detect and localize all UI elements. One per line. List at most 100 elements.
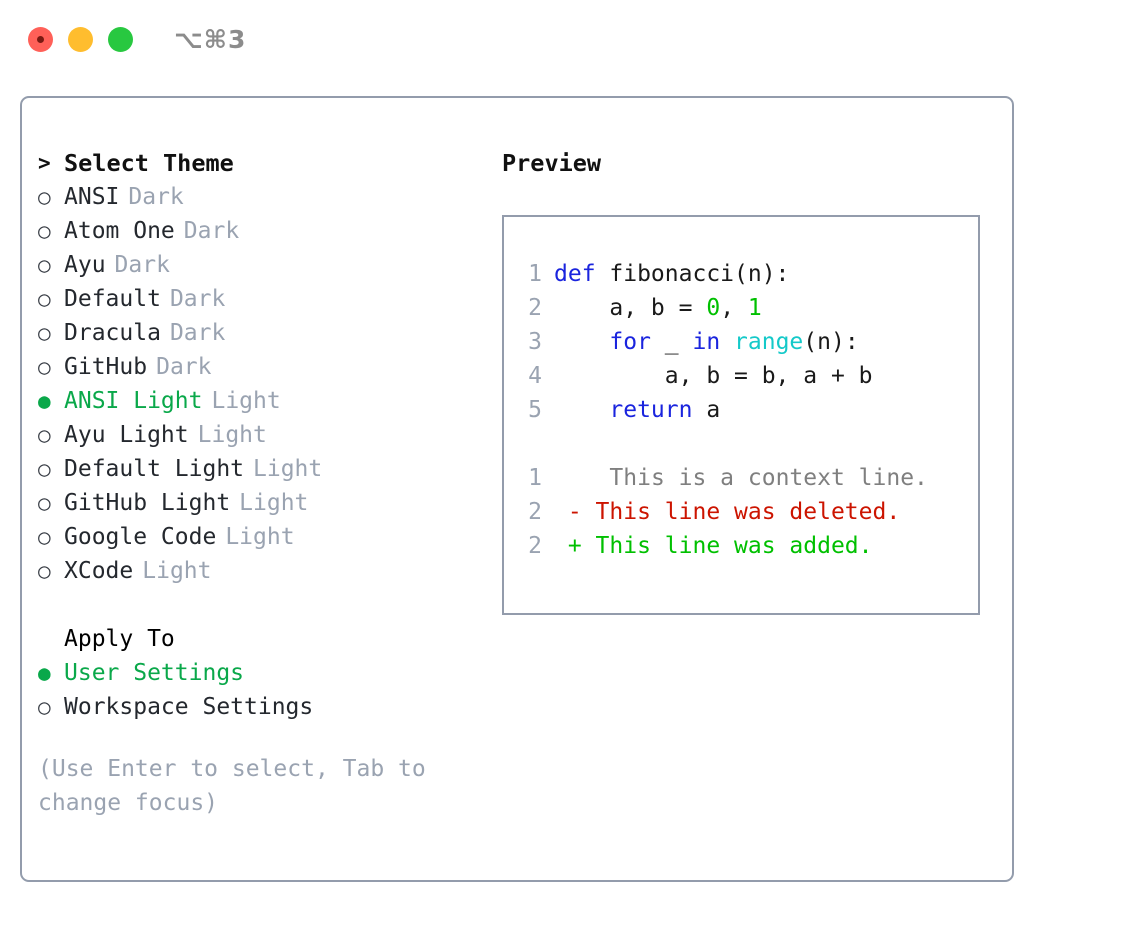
- close-window-button[interactable]: [28, 26, 53, 52]
- prompt-marker-icon: >: [38, 151, 51, 175]
- code-token: [554, 329, 609, 355]
- code-token: 1: [747, 295, 762, 321]
- radio-unselected-icon[interactable]: ○: [38, 559, 51, 583]
- radio-unselected-icon[interactable]: ○: [38, 253, 51, 277]
- theme-list-item[interactable]: ○ Ayu Light Light: [38, 418, 498, 452]
- theme-list-item[interactable]: ○ Ayu Dark: [38, 248, 498, 282]
- theme-kind-badge: Dark: [114, 252, 170, 278]
- code-token: _: [650, 329, 693, 355]
- theme-list-item[interactable]: ○ Default Dark: [38, 282, 498, 316]
- theme-list-item[interactable]: ○ Dracula Dark: [38, 316, 498, 350]
- apply-to-option[interactable]: ○ Workspace Settings: [38, 690, 498, 724]
- code-line: 2 a, b = 0, 1: [520, 291, 928, 325]
- theme-kind-badge: Light: [253, 456, 323, 482]
- theme-list-item[interactable]: ○ Google Code Light: [38, 520, 498, 554]
- theme-kind-badge: Dark: [128, 184, 184, 210]
- radio-unselected-icon[interactable]: ○: [38, 355, 51, 379]
- theme-list-item[interactable]: ○ Atom One Dark: [38, 214, 498, 248]
- code-line-number: 1: [528, 261, 542, 287]
- code-token: in: [692, 329, 721, 355]
- code-token: fibonacci(n):: [595, 261, 790, 287]
- select-theme-header-label: Select Theme: [64, 149, 234, 177]
- theme-name: Dracula: [64, 320, 161, 346]
- code-token: a: [692, 397, 721, 423]
- radio-unselected-icon[interactable]: ○: [38, 423, 51, 447]
- code-token: return: [609, 397, 693, 423]
- apply-to-option-selected[interactable]: ● User Settings: [38, 656, 498, 690]
- keyboard-shortcut-label: ⌥⌘3: [174, 24, 247, 54]
- theme-kind-badge: Light: [225, 524, 295, 550]
- theme-name: Google Code: [64, 524, 217, 550]
- theme-kind-badge: Dark: [169, 320, 226, 346]
- radio-unselected-icon[interactable]: ○: [38, 457, 51, 481]
- diff-line: 2 - This line was deleted.: [520, 495, 928, 529]
- radio-unselected-icon[interactable]: ○: [38, 219, 51, 243]
- radio-unselected-icon[interactable]: ○: [38, 695, 51, 719]
- radio-selected-icon[interactable]: ●: [38, 661, 51, 685]
- theme-kind-badge: Light: [197, 422, 267, 448]
- code-token: (n):: [803, 329, 859, 355]
- theme-name: ANSI: [64, 184, 120, 210]
- code-token: ,: [720, 295, 748, 321]
- apply-to-header-label: Apply To: [64, 626, 175, 652]
- diff-line: 1 This is a context line.: [520, 461, 928, 495]
- keyboard-hint-text: (Use Enter to select, Tab to change focu…: [38, 756, 426, 816]
- radio-unselected-icon[interactable]: ○: [38, 185, 51, 209]
- diff-marker: [554, 465, 582, 491]
- radio-selected-icon[interactable]: ●: [38, 389, 51, 413]
- theme-list-item[interactable]: ○ Default Light Light: [38, 452, 498, 486]
- code-token: [720, 329, 734, 355]
- radio-unselected-icon[interactable]: ○: [38, 287, 51, 311]
- theme-name: Default Light: [64, 456, 245, 482]
- code-token: range: [734, 329, 804, 355]
- theme-name: GitHub: [64, 354, 148, 380]
- theme-name: XCode: [64, 558, 134, 584]
- code-token: [554, 397, 609, 423]
- code-line: 4 a, b = b, a + b: [520, 359, 928, 393]
- theme-name: Default: [64, 286, 161, 312]
- apply-to-header: Apply To: [38, 622, 498, 656]
- theme-list-item[interactable]: ○ XCode Light: [38, 554, 498, 588]
- theme-name: Ayu: [64, 252, 106, 278]
- diff-line-text: This is a context line.: [581, 465, 928, 491]
- theme-list-item[interactable]: ○ GitHub Light Light: [38, 486, 498, 520]
- code-line: 5 return a: [520, 393, 928, 427]
- diff-line: 2 + This line was added.: [520, 529, 928, 563]
- diff-line-number: 2: [528, 499, 542, 525]
- maximize-window-button[interactable]: [108, 26, 133, 52]
- code-token: 0: [706, 295, 721, 321]
- code-line-number: 4: [528, 363, 542, 389]
- code-line: 3 for _ in range(n):: [520, 325, 928, 359]
- theme-list-item[interactable]: ○ GitHub Dark: [38, 350, 498, 384]
- radio-unselected-icon[interactable]: ○: [38, 525, 51, 549]
- radio-unselected-icon[interactable]: ○: [38, 321, 51, 345]
- minimize-window-button[interactable]: [68, 26, 93, 52]
- theme-kind-badge: Light: [239, 490, 309, 516]
- diff-line-text: This line was added.: [581, 533, 873, 559]
- diff-marker: +: [554, 533, 582, 559]
- code-token: def: [554, 261, 596, 287]
- radio-unselected-icon[interactable]: ○: [38, 491, 51, 515]
- code-line-number: 2: [528, 295, 542, 321]
- theme-kind-badge: Light: [211, 388, 281, 414]
- code-token: a, b =: [554, 295, 707, 321]
- diff-line-text: This line was deleted.: [581, 499, 901, 525]
- preview-title: Preview: [502, 149, 602, 177]
- theme-name: Ayu Light: [64, 422, 189, 448]
- code-diff-gap: [520, 427, 928, 461]
- select-theme-header: > Select Theme: [38, 146, 498, 180]
- theme-kind-badge: Light: [142, 558, 212, 584]
- theme-list-column: > Select Theme ○ ANSI Dark ○ Atom One Da…: [38, 146, 498, 820]
- diff-line-number: 2: [528, 533, 542, 559]
- theme-name: ANSI Light: [64, 388, 203, 414]
- theme-list-item[interactable]: ○ ANSI Dark: [38, 180, 498, 214]
- window-titlebar: ⌥⌘3: [0, 0, 1140, 78]
- theme-kind-badge: Dark: [156, 354, 212, 380]
- diff-line-number: 1: [528, 465, 542, 491]
- theme-list-item-selected[interactable]: ● ANSI Light Light: [38, 384, 498, 418]
- code-token: for: [609, 329, 651, 355]
- theme-kind-badge: Dark: [169, 286, 226, 312]
